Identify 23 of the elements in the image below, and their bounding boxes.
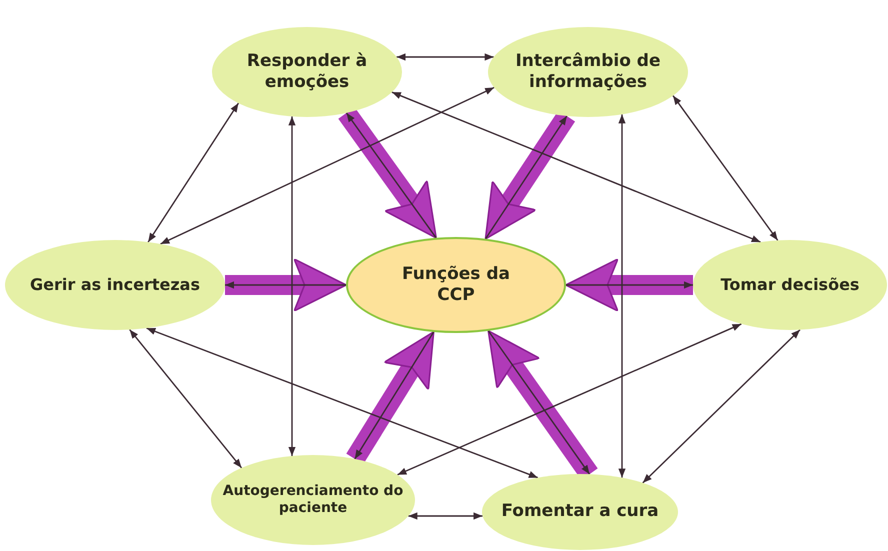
thick-arrow: [565, 258, 693, 312]
node-label: Fomentar a cura: [501, 501, 659, 523]
arrow: [225, 281, 346, 289]
double-arrow: [129, 329, 242, 468]
double-arrow: [160, 86, 494, 245]
node-label: Intercâmbio de informações: [514, 50, 662, 94]
double-arrow: [618, 114, 626, 478]
double-arrow: [146, 327, 538, 478]
double-arrow: [392, 92, 761, 243]
thick-arrow: [225, 258, 347, 312]
double-arrow: [288, 116, 296, 456]
double-arrow: [408, 512, 483, 520]
node-label: Autogerenciamento do paciente: [222, 482, 404, 518]
node-label: Tomar decisões: [720, 275, 860, 295]
arrow: [566, 281, 693, 289]
node-label: Gerir as incertezas: [30, 275, 200, 295]
double-arrow: [397, 323, 742, 476]
node-label: Funções da CCP: [401, 264, 511, 306]
node-label: Responder à emoções: [246, 50, 368, 94]
double-arrow: [672, 95, 778, 241]
double-arrow: [396, 53, 494, 61]
double-arrow: [148, 102, 240, 242]
double-arrow: [642, 329, 800, 484]
